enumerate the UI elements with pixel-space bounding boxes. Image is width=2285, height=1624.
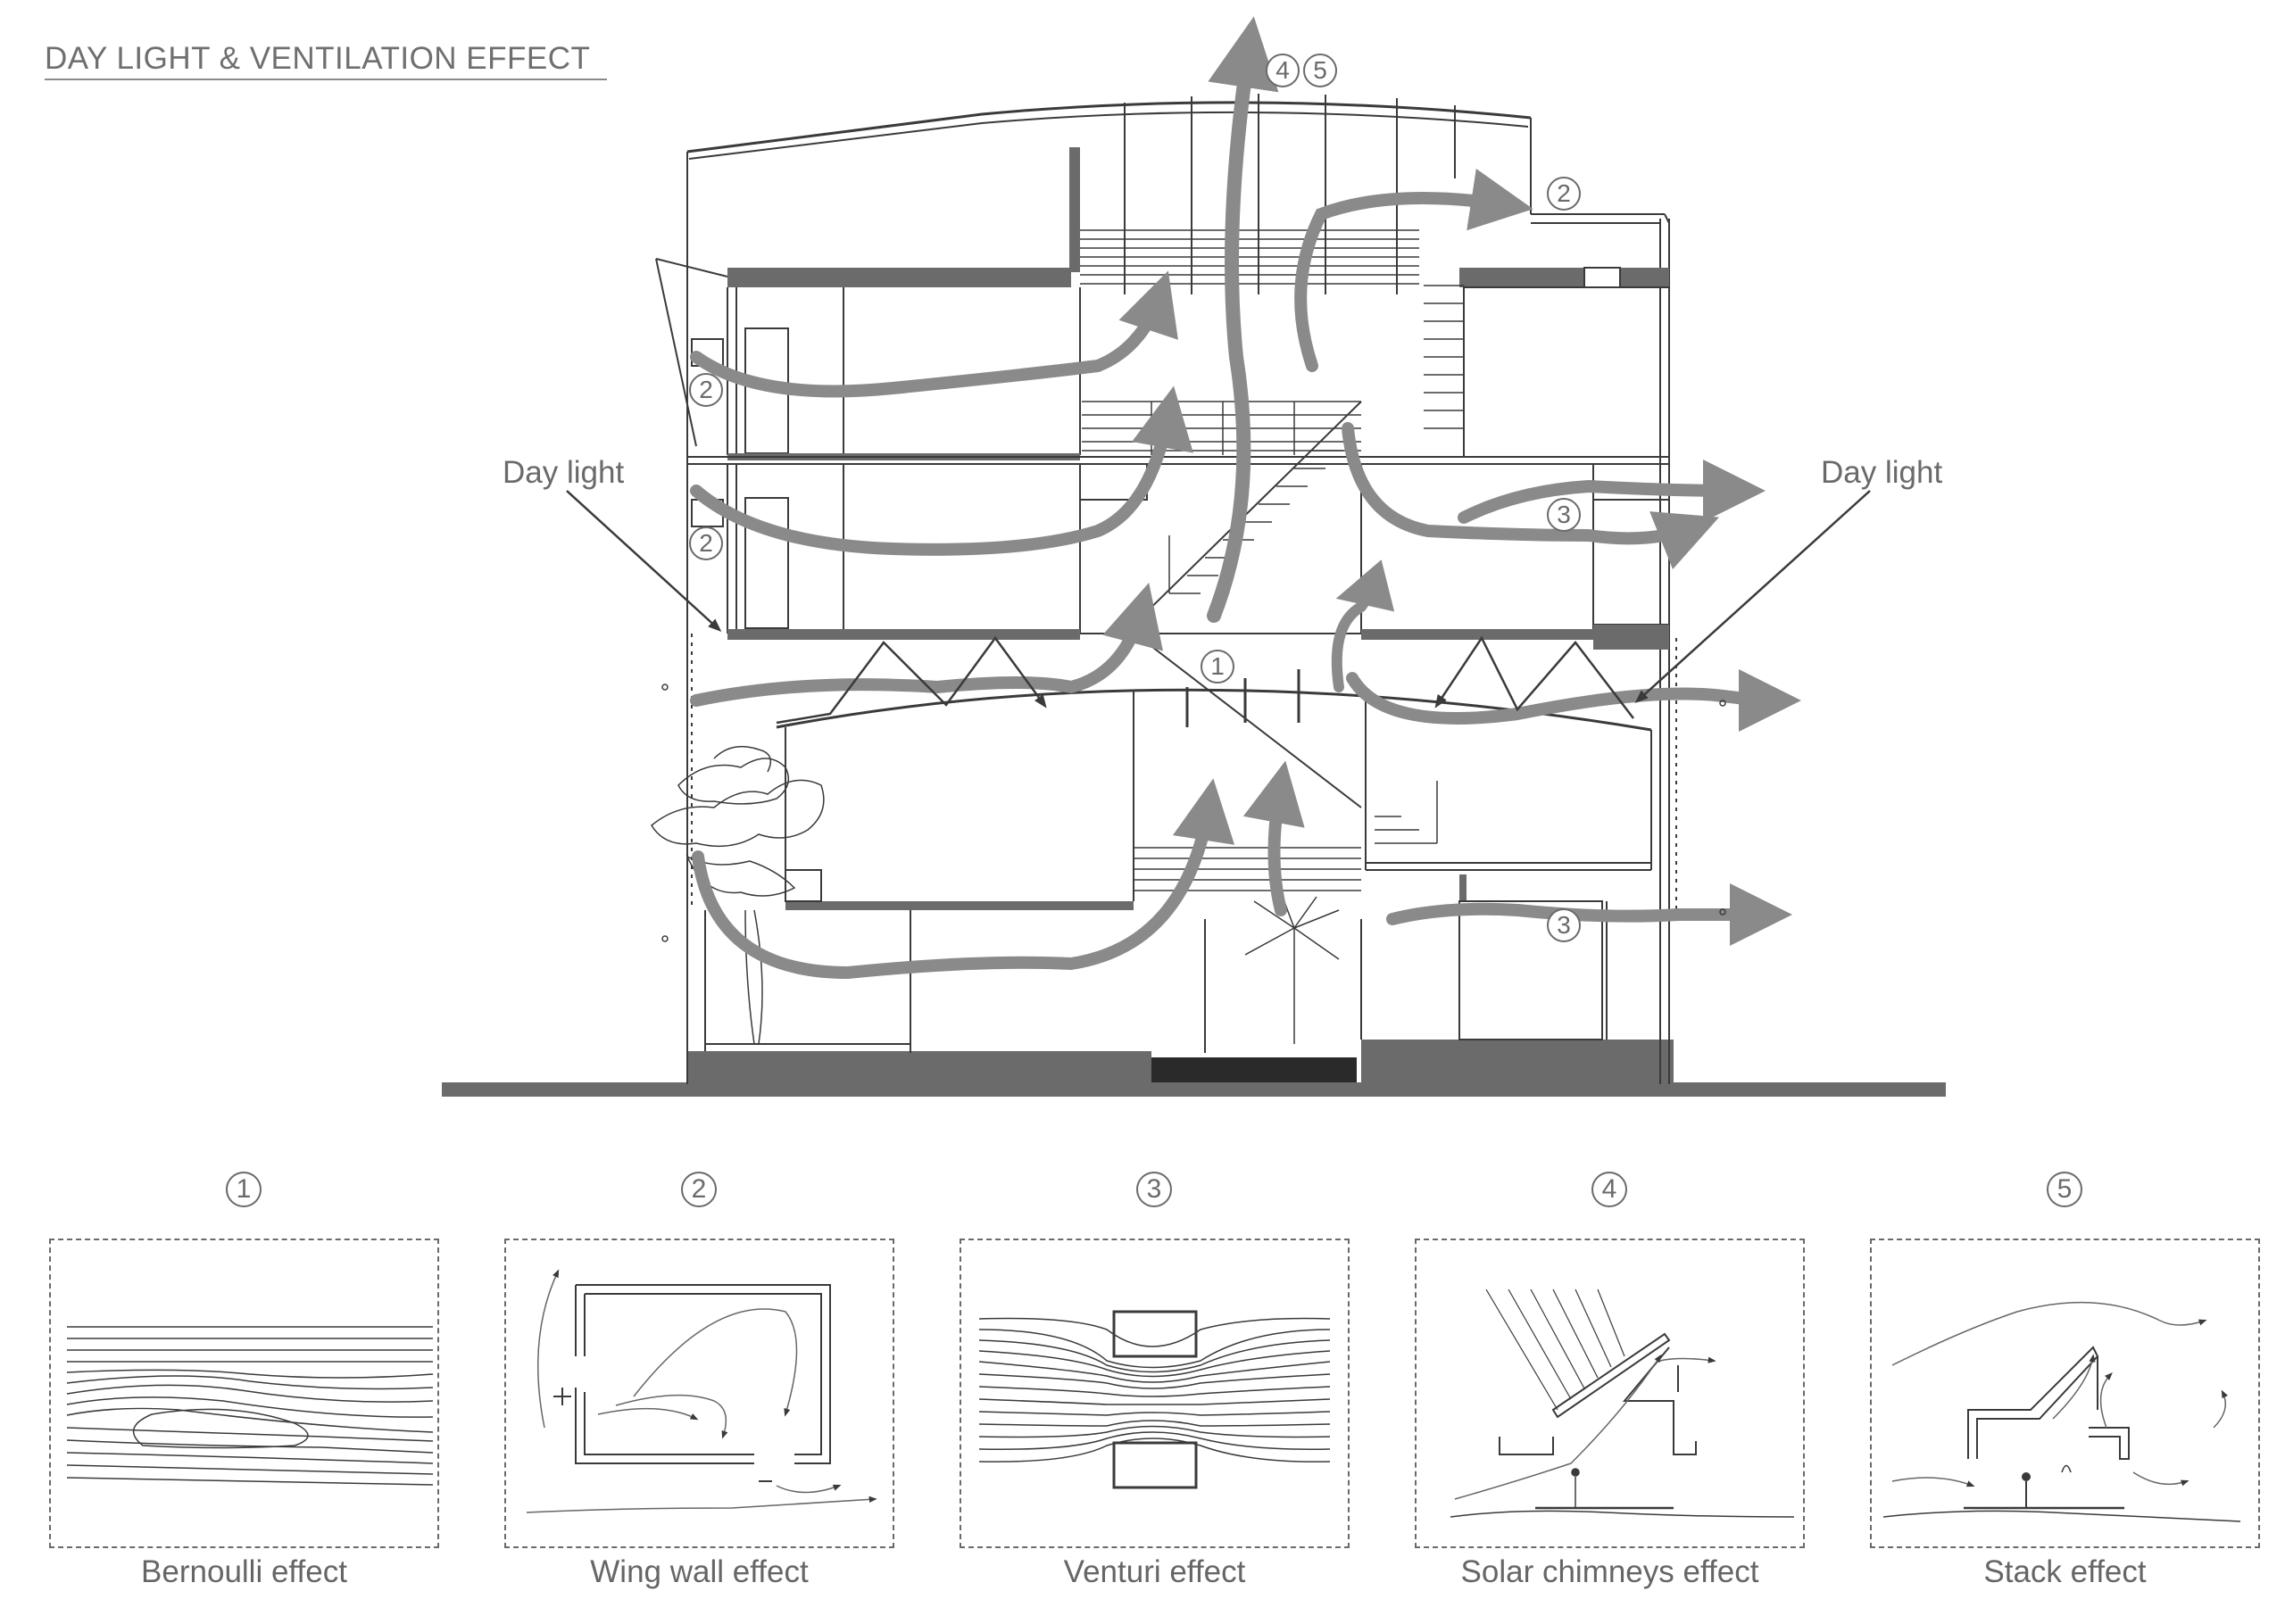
panel-bernoulli-drawing bbox=[66, 1326, 434, 1486]
panel-solar-chimney-drawing bbox=[1450, 1288, 1795, 1518]
panel-1-frame bbox=[49, 1239, 439, 1548]
panel-2-frame bbox=[504, 1239, 894, 1548]
panel-1-caption: Bernoulli effect bbox=[141, 1554, 347, 1589]
ground-slab bbox=[442, 1082, 1946, 1097]
panel-4-number: 4 bbox=[1591, 1172, 1627, 1207]
day-light-label-right: Day light bbox=[1821, 455, 1943, 490]
panel-5-frame bbox=[1870, 1239, 2260, 1548]
panel-2-number: 2 bbox=[681, 1172, 717, 1207]
panel-wingwall-drawing bbox=[526, 1269, 877, 1513]
daylight-rays bbox=[776, 635, 1634, 725]
panel-3-frame bbox=[960, 1239, 1350, 1548]
first-floor-slab-right bbox=[1361, 629, 1593, 640]
first-floor-slab-left bbox=[727, 629, 1080, 640]
panel-3-caption: Venturi effect bbox=[1063, 1554, 1246, 1589]
door-second bbox=[744, 497, 789, 629]
panel-5-caption: Stack effect bbox=[1983, 1554, 2147, 1589]
panel-4-caption: Solar chimneys effect bbox=[1460, 1554, 1759, 1589]
marker-3-upper: 3 bbox=[1547, 498, 1581, 532]
basement-right bbox=[1361, 1040, 1674, 1084]
building-section bbox=[442, 94, 1946, 1097]
reflecting-pool bbox=[1151, 1057, 1357, 1082]
marker-5: 5 bbox=[1303, 54, 1337, 87]
palm-tree bbox=[1244, 891, 1340, 1044]
panel-2-caption: Wing wall effect bbox=[590, 1554, 809, 1589]
panel-4-frame bbox=[1415, 1239, 1805, 1548]
page-title: DAY LIGHT & VENTILATION EFFECT bbox=[45, 41, 591, 76]
panel-3-number: 3 bbox=[1136, 1172, 1172, 1207]
day-light-label-left: Day light bbox=[503, 455, 625, 490]
marker-2-upper: 2 bbox=[689, 373, 723, 407]
callout-leaders bbox=[566, 490, 1871, 704]
panel-venturi-drawing bbox=[978, 1310, 1331, 1489]
panel-stack-drawing bbox=[1882, 1301, 2241, 1522]
third-floor-slab-right bbox=[1459, 268, 1669, 287]
airflow-arrows bbox=[690, 16, 1801, 980]
marker-4: 4 bbox=[1266, 54, 1300, 87]
marker-3-lower: 3 bbox=[1547, 908, 1581, 942]
tree-left bbox=[651, 745, 825, 1045]
marker-2-lower: 2 bbox=[689, 526, 723, 560]
panel-5-number: 5 bbox=[2047, 1172, 2082, 1207]
panel-1-number: 1 bbox=[226, 1172, 262, 1207]
basement-left bbox=[687, 1051, 1151, 1087]
title-underline bbox=[45, 79, 607, 80]
marker-1: 1 bbox=[1201, 650, 1234, 684]
third-floor-slab-left bbox=[727, 268, 1071, 287]
marker-2-roof: 2 bbox=[1547, 177, 1581, 211]
